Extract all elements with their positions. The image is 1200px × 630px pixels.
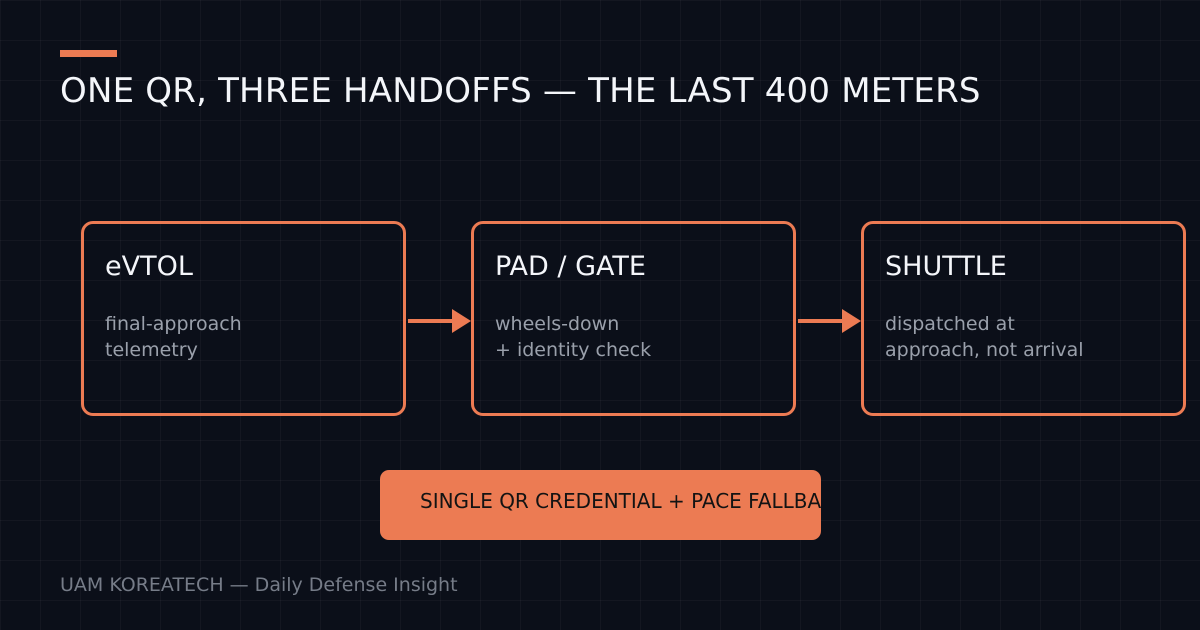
stage-description: dispatched at approach, not arrival (885, 311, 1175, 363)
stage-description: final-approach telemetry (105, 311, 395, 363)
credential-label: SINGLE QR CREDENTIAL + PACE FALLBACK (420, 489, 821, 513)
stage-name: SHUTTLE (885, 251, 1007, 282)
stage-name: eVTOL (105, 251, 193, 282)
flow-arrow-icon (408, 309, 471, 333)
flow-arrow-icon (798, 309, 861, 333)
stage-description-line: wheels-down (495, 313, 620, 335)
credential-banner: SINGLE QR CREDENTIAL + PACE FALLBACK (380, 470, 821, 540)
stage-description-line: final-approach (105, 313, 242, 335)
stage-pad-gate: PAD / GATE wheels-down + identity check (471, 221, 796, 416)
stage-description-line: approach, not arrival (885, 339, 1084, 361)
stage-name: PAD / GATE (495, 251, 646, 282)
stage-description-line: dispatched at (885, 313, 1015, 335)
stage-evtol: eVTOL final-approach telemetry (81, 221, 406, 416)
footer-credit: UAM KOREATECH — Daily Defense Insight (60, 574, 458, 596)
page-title: ONE QR, THREE HANDOFFS — THE LAST 400 ME… (60, 71, 981, 111)
stage-shuttle: SHUTTLE dispatched at approach, not arri… (861, 221, 1186, 416)
stage-description-line: + identity check (495, 339, 652, 361)
title-accent-bar (60, 50, 117, 57)
stage-description: wheels-down + identity check (495, 311, 785, 363)
stage-description-line: telemetry (105, 339, 198, 361)
